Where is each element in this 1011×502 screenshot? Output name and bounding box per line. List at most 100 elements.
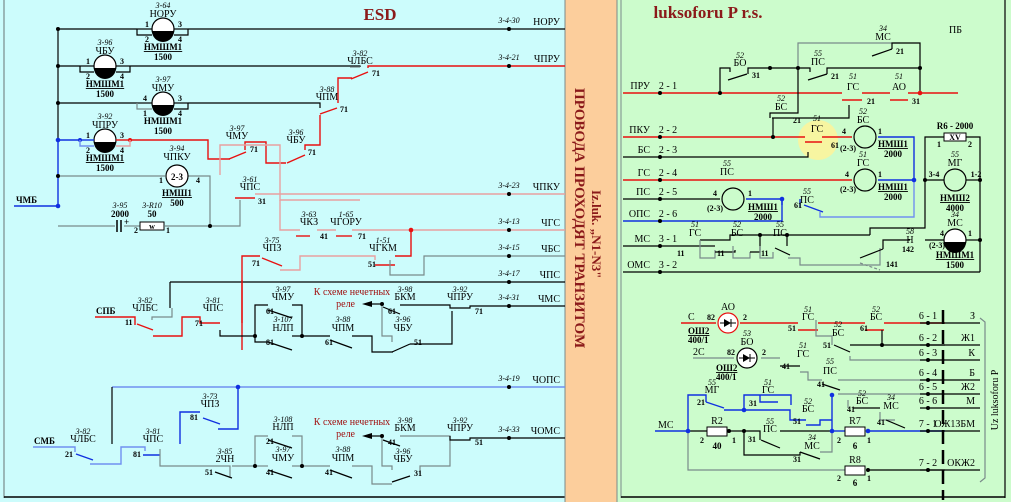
svg-text:С: С (688, 312, 695, 323)
svg-text:МС: МС (883, 401, 899, 412)
relay-chpku[interactable]: 2-3 (165, 164, 189, 188)
svg-text:31: 31 (793, 455, 801, 464)
resistor-r10[interactable]: w (139, 221, 165, 231)
output-name: НОРУ (533, 17, 561, 28)
svg-text:21: 21 (896, 47, 904, 56)
resistor-r8[interactable] (844, 465, 866, 476)
svg-text:41: 41 (266, 468, 274, 477)
svg-text:3-82: 3-82 (352, 49, 368, 58)
svg-text:41: 41 (325, 468, 333, 477)
relay-noru[interactable] (136, 17, 189, 42)
relay-ms[interactable] (943, 228, 967, 253)
svg-text:ЧПС: ЧПС (143, 434, 164, 445)
svg-text:51: 51 (414, 338, 422, 347)
svg-text:НМШМ1: НМШМ1 (144, 42, 183, 52)
output-name: ОЖ1ЗБМ (934, 419, 975, 430)
lamp-bo[interactable] (736, 347, 758, 369)
svg-text:1: 1 (867, 474, 871, 483)
left-labels: 3-64 НОРУ 1 3 2 4 НМШМ1 1500 3-96 ЧБУ 1 … (16, 1, 483, 478)
svg-text:3: 3 (120, 57, 124, 66)
svg-text:1: 1 (86, 131, 90, 140)
resistor-r2[interactable] (706, 426, 728, 437)
capacitor[interactable]: + (116, 217, 129, 232)
relay-bs[interactable] (853, 125, 877, 149)
relay-chpru[interactable] (79, 128, 131, 153)
svg-text:БО: БО (734, 58, 747, 69)
svg-text:11: 11 (677, 249, 685, 258)
svg-text:61: 61 (266, 307, 274, 316)
svg-text:3-85: 3-85 (217, 447, 233, 456)
terminal-dot (926, 468, 930, 472)
svg-text:БКМ: БКМ (394, 423, 415, 434)
resistor-r6[interactable] (943, 132, 967, 142)
terminal-dot (658, 155, 662, 159)
svg-text:3-82: 3-82 (75, 427, 91, 436)
output-pb: ПБ (949, 25, 962, 36)
svg-text:реле: реле (336, 429, 355, 440)
terminal-dot (926, 358, 930, 362)
svg-text:55: 55 (708, 378, 716, 387)
transit-source-label: Iz.luk. „N1-N3" (589, 190, 604, 278)
svg-text:1-2: 1-2 (971, 170, 982, 179)
relay-ps[interactable] (721, 187, 745, 211)
svg-text:400/1: 400/1 (716, 372, 737, 382)
relay-chbu[interactable] (79, 54, 131, 79)
terminal-dot (507, 27, 511, 31)
svg-text:1: 1 (86, 57, 90, 66)
svg-text:3-82: 3-82 (137, 296, 153, 305)
terminal-dot (658, 91, 662, 95)
resistor-r7[interactable] (844, 426, 866, 437)
svg-text:71: 71 (252, 259, 260, 268)
relay-gs[interactable] (853, 168, 877, 192)
relay-chmu[interactable] (136, 91, 189, 116)
svg-text:142: 142 (902, 245, 914, 254)
svg-text:НМШ1: НМШ1 (878, 182, 908, 192)
svg-text:ЧПС: ЧПС (240, 182, 261, 193)
svg-text:2: 2 (86, 72, 90, 81)
svg-text:55: 55 (776, 220, 784, 229)
svg-text:w: w (149, 222, 155, 231)
svg-text:2С: 2С (693, 347, 705, 358)
lamp-ao[interactable] (717, 312, 739, 334)
svg-text:6: 6 (853, 478, 858, 488)
svg-text:61: 61 (860, 324, 868, 333)
highlight-marker (798, 120, 838, 160)
svg-text:34: 34 (886, 393, 895, 402)
svg-text:71: 71 (340, 105, 348, 114)
svg-text:3-61: 3-61 (242, 175, 258, 184)
svg-text:34: 34 (950, 210, 959, 219)
terminal-number: 3 - 2 (659, 260, 677, 271)
relay-mg[interactable] (943, 168, 967, 192)
svg-text:51: 51 (793, 417, 801, 426)
terminal-number: 2 - 2 (659, 125, 677, 136)
svg-text:ЧМУ: ЧМУ (152, 83, 175, 94)
svg-text:2: 2 (700, 436, 704, 445)
svg-text:2: 2 (145, 35, 149, 44)
